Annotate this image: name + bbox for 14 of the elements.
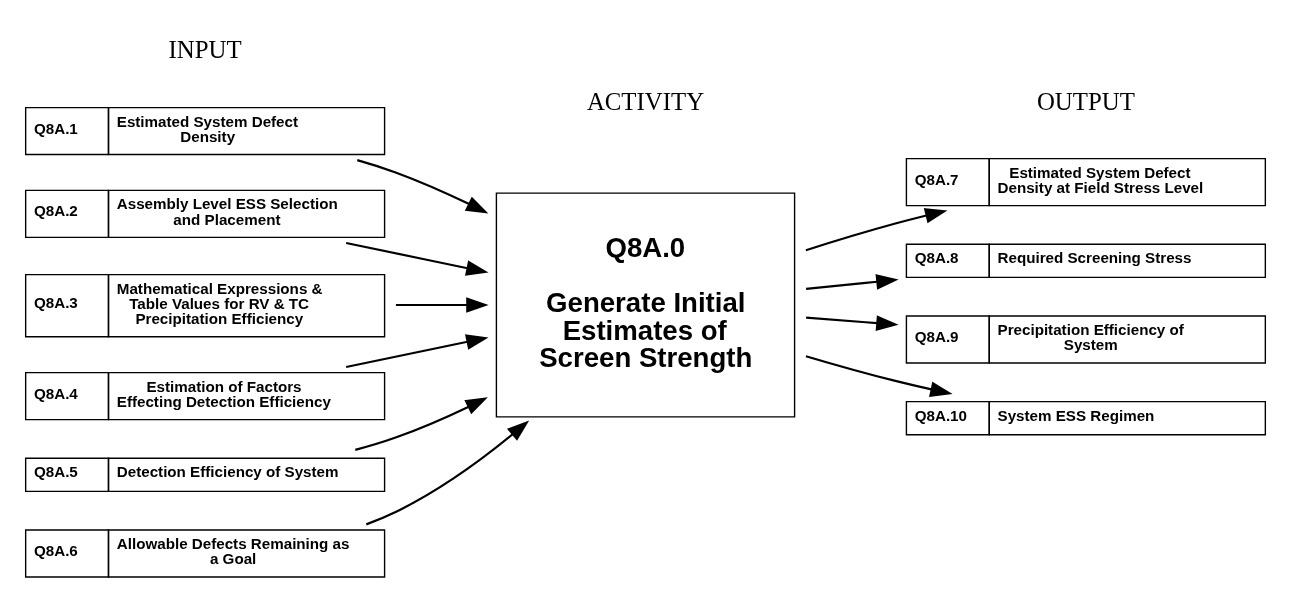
arrow xyxy=(805,354,953,397)
arrow xyxy=(365,419,530,525)
arrow xyxy=(356,158,489,214)
arrow xyxy=(805,207,948,251)
label: INPUT xyxy=(168,35,242,63)
arrow xyxy=(345,333,489,368)
arrow xyxy=(806,314,899,331)
arrow xyxy=(806,273,899,290)
node-box: Q8A.0 Generate Initial Estimates of Screen Strength xyxy=(495,192,796,417)
arrow xyxy=(395,296,489,313)
label: ACTIVITY xyxy=(586,87,705,115)
arrow xyxy=(345,241,489,276)
arrow xyxy=(355,396,488,451)
label: OUTPUT xyxy=(1036,87,1135,115)
